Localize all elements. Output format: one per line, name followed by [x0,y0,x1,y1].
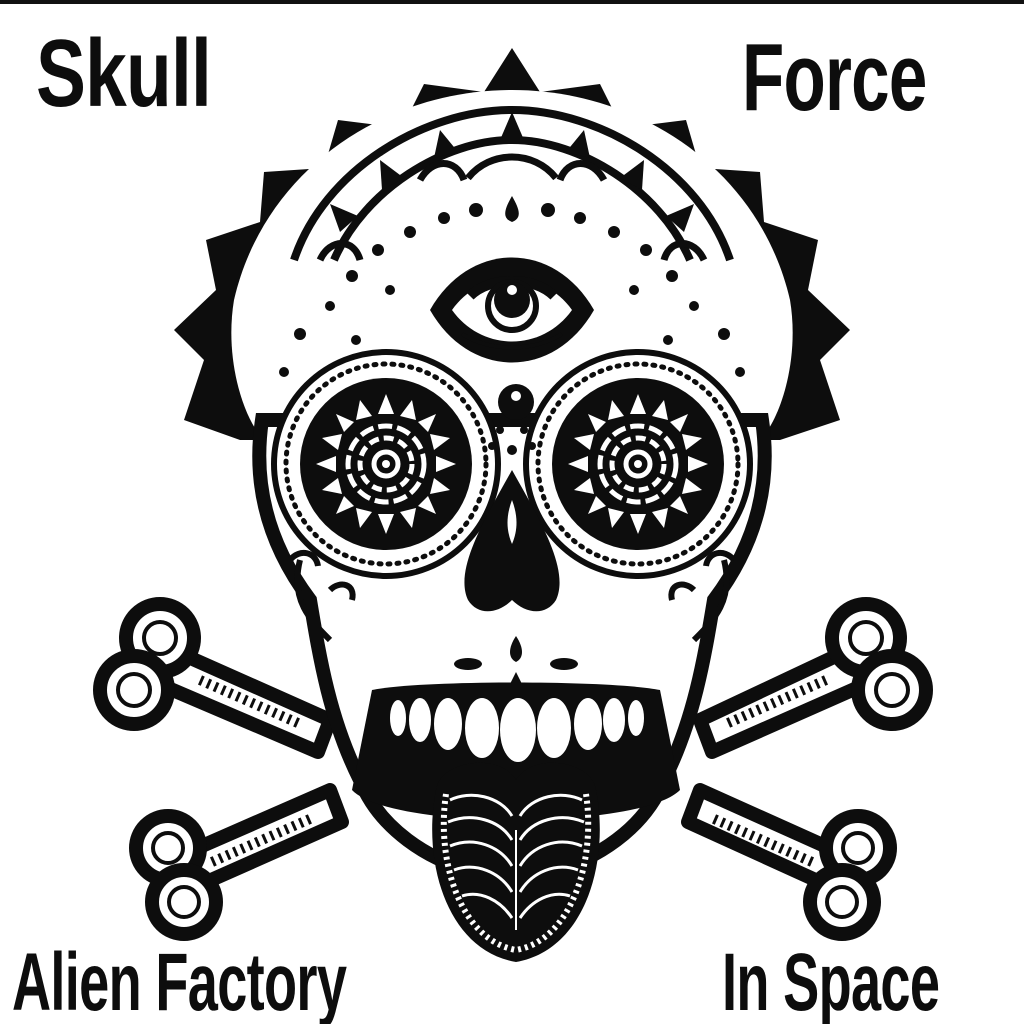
nose-icon [464,470,560,612]
bone-upper-left-icon [93,597,337,759]
nose-bridge-dots [488,426,536,455]
caption-top-right: Force [742,24,927,131]
mouth [352,682,680,820]
right-eye-socket-icon [523,349,753,579]
bone-lower-right-icon [681,783,897,941]
crossbones [93,597,933,941]
caption-top-left: Skull [36,20,212,127]
third-eye-icon [430,257,594,420]
caption-bottom-left: Alien Factory [12,937,347,1024]
teeth-icon [390,698,644,762]
bone-upper-right-icon [693,597,933,759]
left-eye-socket-icon [271,349,501,579]
caption-bottom-right: In Space [722,937,940,1024]
top-border [0,0,1024,4]
tongue-icon [432,762,600,962]
